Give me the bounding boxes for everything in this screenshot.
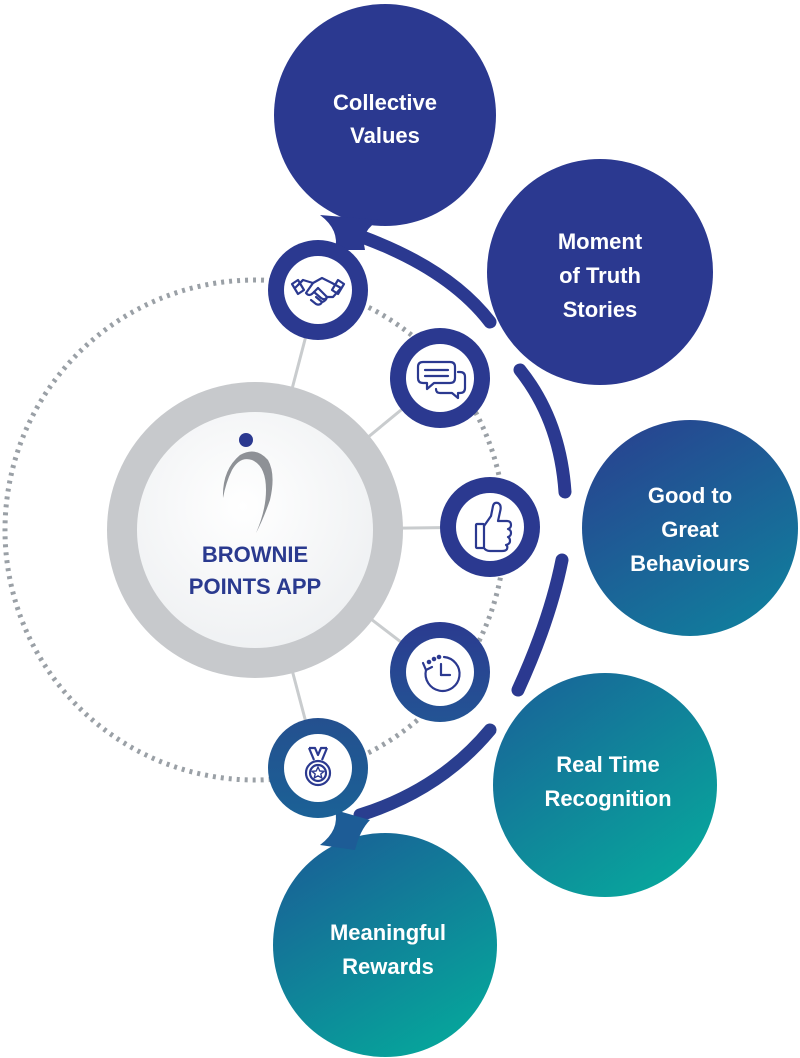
collective-values-line2: Values [350, 123, 420, 148]
bubble-moment-of-truth: Moment of Truth Stories [487, 159, 713, 385]
hub-thumbs [440, 477, 540, 577]
hub-medal [268, 718, 368, 818]
center-title-line1: BROWNIE [202, 542, 308, 567]
thumbs-up-icon [474, 501, 513, 553]
hub-handshake [268, 240, 368, 340]
moment-line3: Stories [563, 297, 638, 322]
bubble-good-to-great: Good to Great Behaviours [582, 420, 798, 636]
real-line2: Recognition [544, 786, 671, 811]
bubble-collective-values: Collective Values [274, 4, 496, 250]
handshake-icon [290, 276, 346, 306]
good-line3: Behaviours [630, 551, 750, 576]
hub-chat [390, 328, 490, 428]
hub-clock [390, 622, 490, 722]
brownie-points-logo-icon [222, 433, 273, 533]
rewards-line2: Rewards [342, 954, 434, 979]
connector-arcs [353, 231, 572, 822]
rewards-line1: Meaningful [330, 920, 446, 945]
center-title-line2: POINTS APP [189, 574, 321, 599]
chat-bubbles-icon [416, 360, 467, 400]
bubble-meaningful-rewards: Meaningful Rewards [273, 810, 497, 1057]
medal-icon [304, 746, 332, 787]
center-hub: BROWNIE POINTS APP [107, 382, 403, 678]
good-line1: Good to [648, 483, 732, 508]
moment-line1: Moment [558, 229, 643, 254]
moment-line2: of Truth [559, 263, 641, 288]
collective-values-line1: Collective [333, 90, 437, 115]
bubble-real-time: Real Time Recognition [493, 673, 717, 897]
real-line1: Real Time [556, 752, 660, 777]
good-line2: Great [661, 517, 719, 542]
clock-icon [421, 654, 461, 693]
